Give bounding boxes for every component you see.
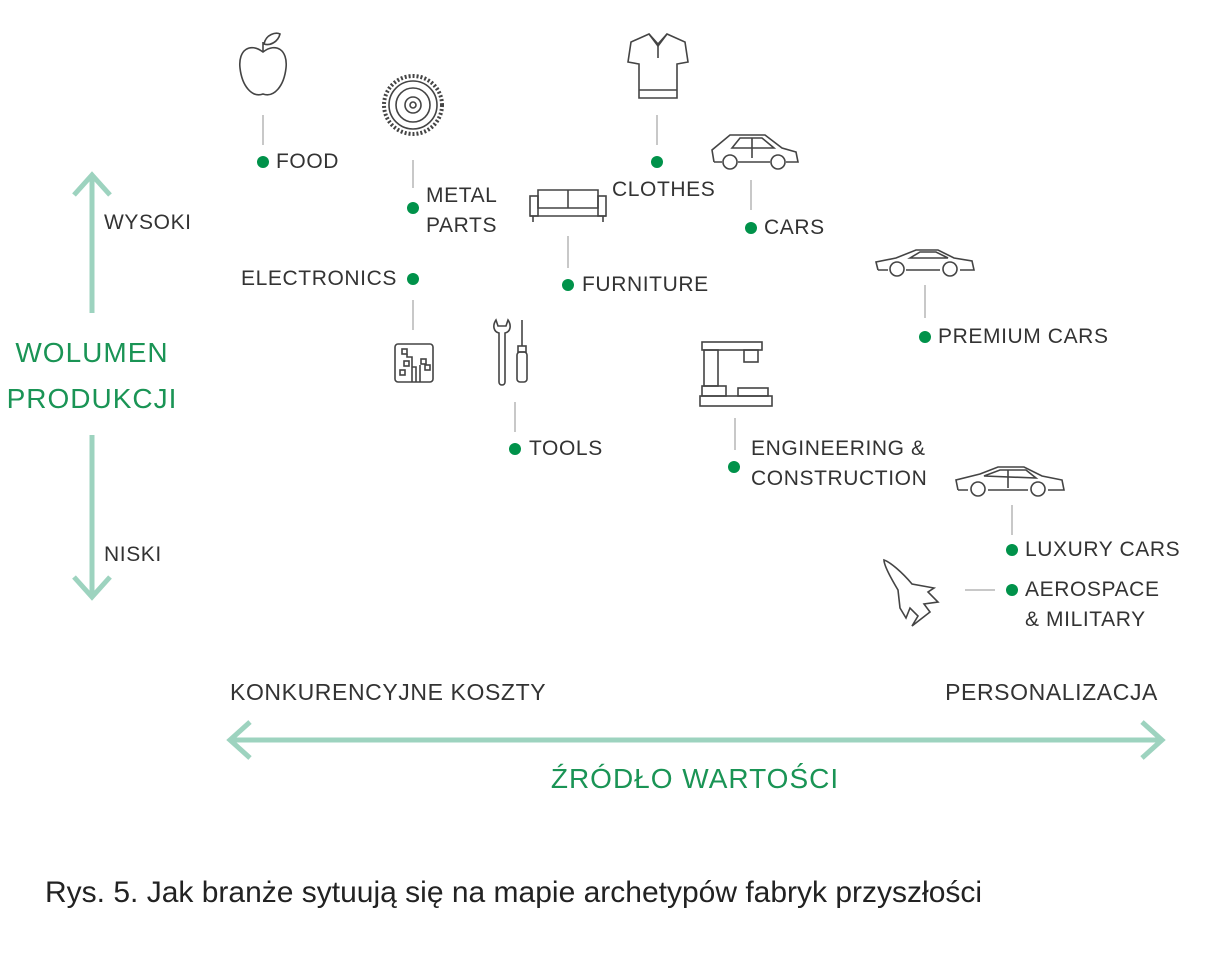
tools-dot <box>509 443 521 455</box>
sofa-icon <box>529 188 607 224</box>
aerospace-dot <box>1006 584 1018 596</box>
y-axis-high-label: WYSOKI <box>104 211 192 234</box>
connector-line <box>656 115 658 145</box>
aerospace-label-line1: AEROSPACE <box>1025 578 1160 601</box>
connector-line <box>924 285 926 318</box>
luxury-cars-label: LUXURY CARS <box>1025 538 1181 561</box>
metal-parts-label-line2: PARTS <box>426 214 498 237</box>
connector-line <box>750 180 752 210</box>
furniture-dot <box>562 279 574 291</box>
y-axis-title-line2: PRODUKCJI <box>6 383 178 414</box>
horizontal-axis-arrow <box>226 720 1166 760</box>
tools-label: TOOLS <box>529 437 603 460</box>
hatchback-car-icon <box>710 132 800 172</box>
premium-cars-dot <box>919 331 931 343</box>
x-axis-left-label: KONKURENCYJNE KOSZTY <box>230 679 547 705</box>
sedan-car-icon <box>954 464 1066 500</box>
machine-icon <box>698 340 774 410</box>
y-axis-title: WOLUMEN PRODUKCJI <box>0 330 184 422</box>
cars-dot <box>745 222 757 234</box>
y-axis-title-line1: WOLUMEN <box>15 337 169 368</box>
x-axis-right-label: PERSONALIZACJA <box>945 679 1158 705</box>
engineering-label: ENGINEERING & CONSTRUCTION <box>751 434 927 494</box>
engineering-label-line1: ENGINEERING & <box>751 437 926 460</box>
figure-caption: Rys. 5. Jak branże sytuują się na mapie … <box>45 876 983 909</box>
connector-line <box>567 236 569 268</box>
electronics-label: ELECTRONICS <box>241 267 397 290</box>
gear-icon <box>381 73 445 137</box>
metal-parts-dot <box>407 202 419 214</box>
connector-line <box>965 589 995 591</box>
coupe-car-icon <box>874 248 976 278</box>
premium-cars-label: PREMIUM CARS <box>938 325 1109 348</box>
clothes-dot <box>651 156 663 168</box>
engineering-dot <box>728 461 740 473</box>
clothes-label: CLOTHES <box>612 178 716 201</box>
connector-line <box>514 402 516 432</box>
shirt-icon <box>627 32 689 100</box>
metal-parts-label: METAL PARTS <box>426 181 497 241</box>
wrench-screwdriver-icon <box>492 318 532 388</box>
cars-label: CARS <box>764 216 825 239</box>
engineering-label-line2: CONSTRUCTION <box>751 467 928 490</box>
connector-line <box>412 160 414 188</box>
electronics-dot <box>407 273 419 285</box>
connector-line <box>412 300 414 330</box>
jet-icon <box>882 558 954 630</box>
circuit-board-icon <box>394 343 434 383</box>
aerospace-label-line2: & MILITARY <box>1025 608 1146 631</box>
luxury-cars-dot <box>1006 544 1018 556</box>
vertical-axis-arrow <box>72 171 112 601</box>
metal-parts-label-line1: METAL <box>426 184 498 207</box>
x-axis-title: ŹRÓDŁO WARTOŚCI <box>550 763 840 794</box>
connector-line <box>262 115 264 145</box>
furniture-label: FURNITURE <box>582 273 709 296</box>
y-axis-low-label: NISKI <box>104 543 162 566</box>
food-label: FOOD <box>276 150 340 173</box>
connector-line <box>734 418 736 450</box>
apple-icon <box>236 30 290 102</box>
aerospace-label: AEROSPACE & MILITARY <box>1025 575 1160 635</box>
connector-line <box>1011 505 1013 535</box>
food-dot <box>257 156 269 168</box>
